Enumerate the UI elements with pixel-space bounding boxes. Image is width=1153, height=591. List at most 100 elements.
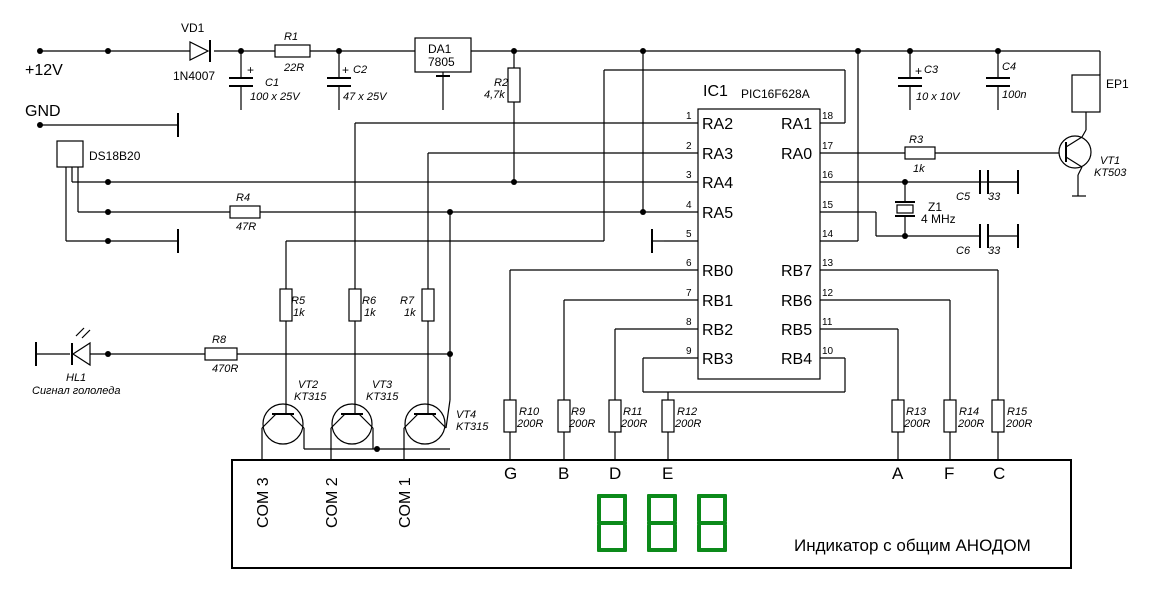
capacitor-c2 bbox=[327, 51, 351, 110]
da1-ref: DA1 bbox=[428, 42, 452, 56]
r5-ref: R5 bbox=[291, 295, 306, 307]
transistor-vt3 bbox=[330, 400, 374, 445]
resistor-r3 bbox=[904, 146, 936, 160]
c5-value: 33 bbox=[988, 191, 1001, 203]
segment bbox=[647, 494, 651, 522]
hl1-ref: HL1 bbox=[66, 372, 86, 384]
svg-text:R13: R13 bbox=[906, 406, 927, 418]
vd1-part: 1N4007 bbox=[173, 69, 215, 83]
svg-text:200R: 200R bbox=[516, 418, 543, 430]
segment bbox=[697, 524, 701, 552]
svg-text:9: 9 bbox=[686, 346, 692, 357]
ep1-ref: EP1 bbox=[1106, 77, 1129, 91]
gnd-label: GND bbox=[25, 103, 61, 120]
svg-text:RB1: RB1 bbox=[702, 293, 733, 310]
capacitor-c1 bbox=[229, 51, 253, 110]
svg-text:R15: R15 bbox=[1007, 406, 1028, 418]
svg-text:2: 2 bbox=[686, 141, 692, 152]
r4-value: 47R bbox=[236, 221, 256, 233]
svg-text:RA2: RA2 bbox=[702, 116, 733, 133]
segment bbox=[723, 494, 727, 522]
svg-text:B: B bbox=[558, 464, 569, 483]
c6-ref: C6 bbox=[956, 245, 971, 257]
diode-vd1 bbox=[189, 40, 211, 62]
svg-text:RB6: RB6 bbox=[781, 293, 812, 310]
svg-text:200R: 200R bbox=[568, 418, 595, 430]
segment bbox=[697, 521, 727, 525]
segment bbox=[697, 548, 727, 552]
svg-text:RB2: RB2 bbox=[702, 322, 733, 339]
svg-text:200R: 200R bbox=[903, 418, 930, 430]
svg-text:6: 6 bbox=[686, 258, 692, 269]
svg-text:RA0: RA0 bbox=[781, 146, 812, 163]
svg-text:200R: 200R bbox=[620, 418, 647, 430]
hl1-desc: Сигнал гололеда bbox=[32, 385, 120, 397]
r1-value: 22R bbox=[283, 62, 304, 74]
svg-text:RB4: RB4 bbox=[781, 351, 812, 368]
plus12v-label: +12V bbox=[25, 62, 63, 79]
c5-ref: C5 bbox=[956, 191, 971, 203]
resistor-r13 bbox=[891, 399, 905, 433]
svg-text:G: G bbox=[504, 464, 517, 483]
svg-text:RA3: RA3 bbox=[702, 146, 733, 163]
segment bbox=[597, 524, 601, 552]
digit-2 bbox=[647, 494, 677, 552]
vd1-ref: VD1 bbox=[181, 21, 205, 35]
r4-ref: R4 bbox=[236, 192, 250, 204]
vt2-part: KT315 bbox=[294, 391, 327, 403]
segment bbox=[597, 494, 601, 522]
r7-ref: R7 bbox=[400, 295, 415, 307]
r6-value: 1k bbox=[364, 307, 376, 319]
resistor-r8 bbox=[204, 347, 238, 361]
svg-text:200R: 200R bbox=[1005, 418, 1032, 430]
sensor-ds18b20 bbox=[56, 140, 84, 168]
resistor-r12 bbox=[661, 399, 675, 433]
svg-text:14: 14 bbox=[822, 229, 834, 240]
r8-ref: R8 bbox=[212, 334, 227, 346]
c1-value: 100 x 25V bbox=[250, 91, 301, 103]
r6-ref: R6 bbox=[362, 295, 377, 307]
transistor-vt1 bbox=[1058, 129, 1092, 197]
svg-text:RB3: RB3 bbox=[702, 351, 733, 368]
vt3-part: KT315 bbox=[366, 391, 399, 403]
svg-text:17: 17 bbox=[822, 141, 834, 152]
vt1-ref: VT1 bbox=[1100, 155, 1120, 167]
digit-3 bbox=[697, 494, 727, 552]
segment bbox=[697, 494, 701, 522]
resistor-r4 bbox=[229, 205, 261, 219]
r1-ref: R1 bbox=[284, 31, 298, 43]
svg-text:10: 10 bbox=[822, 346, 834, 357]
seven-segment-digits bbox=[597, 494, 727, 552]
svg-text:RA1: RA1 bbox=[781, 116, 812, 133]
segment bbox=[597, 494, 627, 498]
resistor-r15 bbox=[991, 399, 1005, 433]
svg-text:C: C bbox=[993, 464, 1005, 483]
svg-text:RB0: RB0 bbox=[702, 263, 733, 280]
capacitor-c3 bbox=[898, 51, 922, 110]
svg-text:8: 8 bbox=[686, 317, 692, 328]
segment bbox=[623, 494, 627, 522]
da1-part: 7805 bbox=[428, 55, 455, 69]
vt4-part: KT315 bbox=[456, 421, 489, 433]
transistor-vt2 bbox=[261, 400, 305, 445]
svg-text:R14: R14 bbox=[959, 406, 979, 418]
svg-text:RA4: RA4 bbox=[702, 175, 733, 192]
led-hl1 bbox=[71, 341, 91, 367]
svg-text:D: D bbox=[609, 464, 621, 483]
c3-ref: C3 bbox=[924, 64, 939, 76]
resistor-r7 bbox=[421, 288, 435, 322]
segment bbox=[697, 494, 727, 498]
r7-value: 1k bbox=[404, 307, 416, 319]
svg-text:R11: R11 bbox=[623, 406, 642, 418]
capacitor-c4 bbox=[986, 51, 1010, 110]
svg-text:+: + bbox=[247, 63, 254, 77]
z1-value: 4 MHz bbox=[921, 212, 956, 226]
r5-value: 1k bbox=[293, 307, 305, 319]
svg-text:11: 11 bbox=[822, 317, 833, 328]
svg-text:A: A bbox=[892, 464, 904, 483]
z1-ref: Z1 bbox=[928, 200, 942, 214]
segment bbox=[673, 494, 677, 522]
svg-text:E: E bbox=[662, 464, 673, 483]
svg-text:R9: R9 bbox=[571, 406, 585, 418]
